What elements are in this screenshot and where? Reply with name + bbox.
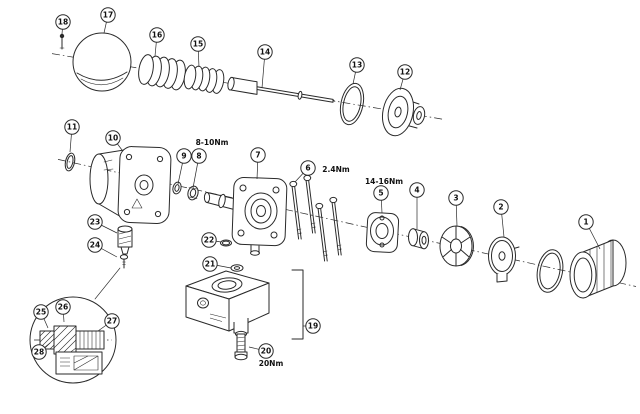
callout-9: 9 bbox=[176, 148, 192, 185]
callout-21: 21 bbox=[202, 256, 232, 272]
callout-23: 23 bbox=[87, 214, 118, 234]
svg-text:1: 1 bbox=[583, 218, 588, 227]
torque-label-14-16nm: 14-16Nm bbox=[365, 177, 403, 186]
svg-text:18: 18 bbox=[58, 18, 68, 27]
part-spacer-bushing bbox=[408, 228, 429, 250]
callout-18: 18 bbox=[55, 14, 71, 35]
part-washer bbox=[172, 181, 182, 195]
part-inlet-bolt bbox=[234, 330, 248, 361]
part-spring-inner bbox=[183, 64, 225, 94]
part-spring-outer bbox=[138, 54, 186, 91]
svg-text:6: 6 bbox=[305, 164, 310, 173]
svg-text:2: 2 bbox=[498, 203, 503, 212]
callout-2: 2 bbox=[493, 199, 509, 238]
svg-text:23: 23 bbox=[90, 218, 100, 227]
callout-6: 6 bbox=[294, 160, 316, 183]
group-bracket bbox=[291, 269, 304, 340]
callout-1: 1 bbox=[578, 214, 601, 250]
svg-text:13: 13 bbox=[352, 61, 362, 70]
svg-text:9: 9 bbox=[181, 152, 186, 161]
part-valve-plate bbox=[365, 212, 400, 253]
part-muffler bbox=[117, 225, 133, 255]
callout-24: 24 bbox=[87, 237, 118, 258]
callout-16: 16 bbox=[149, 27, 165, 57]
svg-text:4: 4 bbox=[414, 186, 419, 195]
svg-text:10: 10 bbox=[108, 134, 118, 143]
part-o-ring-port bbox=[220, 239, 232, 247]
callout-28: 28 bbox=[31, 342, 51, 360]
svg-text:12: 12 bbox=[400, 68, 410, 77]
svg-text:27: 27 bbox=[107, 317, 117, 326]
part-diaphragm-assembly bbox=[382, 87, 426, 137]
part-sealing-washer bbox=[230, 264, 244, 272]
svg-text:25: 25 bbox=[36, 308, 46, 317]
callout-4: 4 bbox=[409, 182, 425, 229]
svg-text:24: 24 bbox=[90, 241, 100, 250]
callout-5: 5 bbox=[373, 185, 389, 214]
part-lock-nut bbox=[187, 185, 199, 201]
svg-text:11: 11 bbox=[67, 123, 77, 132]
callout-25: 25 bbox=[33, 304, 49, 329]
callout-3: 3 bbox=[448, 190, 464, 227]
svg-text:22: 22 bbox=[204, 236, 214, 245]
part-muffler-screw bbox=[119, 254, 129, 269]
svg-text:28: 28 bbox=[34, 348, 44, 357]
callout-22: 22 bbox=[201, 232, 222, 248]
callout-15: 15 bbox=[190, 36, 206, 68]
part-rotor bbox=[439, 225, 474, 267]
inset-detail-box bbox=[55, 351, 103, 375]
part-bearing-housing bbox=[203, 176, 288, 256]
svg-text:16: 16 bbox=[152, 31, 162, 40]
svg-text:20: 20 bbox=[261, 347, 271, 356]
part-end-plate bbox=[488, 236, 520, 283]
torque-label-20nm: 20Nm bbox=[259, 359, 284, 368]
callout-27: 27 bbox=[97, 313, 120, 332]
callout-12: 12 bbox=[397, 64, 413, 91]
svg-text:14: 14 bbox=[260, 48, 270, 57]
part-o-ring-large bbox=[339, 82, 365, 126]
svg-text:26: 26 bbox=[58, 303, 68, 312]
part-end-cap-nut bbox=[536, 239, 627, 299]
part-piston-rod bbox=[227, 76, 336, 103]
part-fluid-manifold bbox=[185, 270, 270, 334]
callout-10: 10 bbox=[105, 130, 123, 151]
part-o-ring-shaft bbox=[64, 152, 76, 172]
svg-text:7: 7 bbox=[255, 151, 260, 160]
part-assembly-screws bbox=[289, 174, 342, 262]
callout-8: 8 bbox=[191, 148, 207, 189]
callout-20: 20 bbox=[248, 343, 274, 359]
callout-13: 13 bbox=[349, 57, 365, 85]
part-pin bbox=[59, 33, 65, 50]
svg-text:19: 19 bbox=[308, 322, 318, 331]
callout-26: 26 bbox=[55, 299, 71, 323]
callout-7: 7 bbox=[250, 147, 266, 180]
callout-19: 19 bbox=[303, 318, 321, 334]
magnify-link-line bbox=[94, 267, 121, 300]
torque-label-2-4nm: 2.4Nm bbox=[322, 165, 350, 174]
callout-11: 11 bbox=[64, 119, 80, 153]
part-cover-cap bbox=[72, 32, 132, 92]
callout-14: 14 bbox=[257, 44, 273, 89]
callout-17: 17 bbox=[100, 7, 116, 34]
part-air-motor-housing bbox=[89, 146, 172, 224]
svg-text:3: 3 bbox=[453, 194, 458, 203]
torque-label-8-10nm: 8-10Nm bbox=[196, 138, 229, 147]
svg-text:8: 8 bbox=[196, 152, 201, 161]
svg-text:5: 5 bbox=[378, 189, 383, 198]
svg-text:15: 15 bbox=[193, 40, 203, 49]
svg-text:17: 17 bbox=[103, 11, 113, 20]
svg-text:21: 21 bbox=[205, 260, 215, 269]
